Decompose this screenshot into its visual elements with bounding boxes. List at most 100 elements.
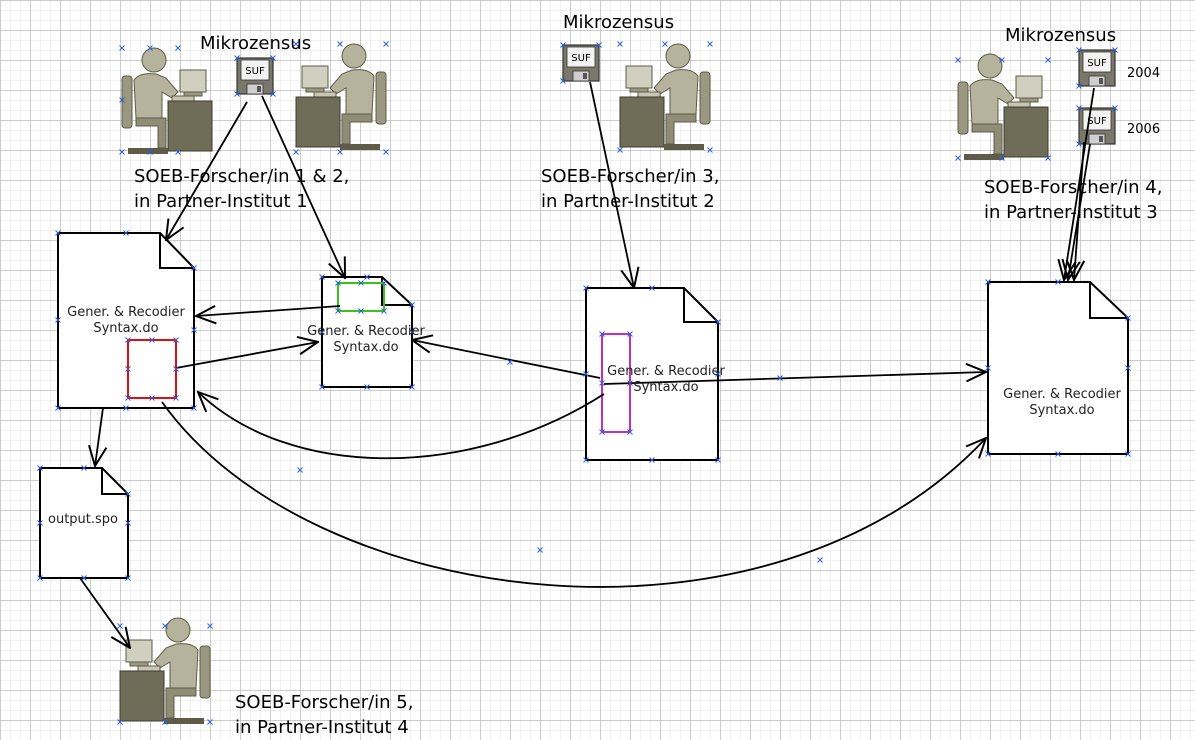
- selection-handle: [270, 55, 276, 61]
- selection-handle: [81, 575, 87, 581]
- selection-handle: [162, 623, 168, 629]
- selection-handle: [37, 465, 43, 471]
- selection-handle: [1076, 83, 1082, 89]
- syntax-doc-main-line1: Gener. & Recodier: [67, 305, 185, 320]
- selection-handle: [335, 308, 341, 314]
- selection-handle: [117, 623, 123, 629]
- selection-handle: [125, 337, 131, 343]
- suf-disk-1-icon: SUF: [236, 57, 274, 95]
- researcher-4-label-line2: in Partner-Institut 3: [984, 202, 1158, 223]
- year-2004-label: 2004: [1127, 66, 1161, 81]
- selection-handle: [364, 384, 370, 390]
- arrow-disk2006-to-copy3b: [1074, 141, 1084, 280]
- selection-handle: [123, 230, 129, 236]
- selection-handle: [358, 280, 364, 286]
- syntax-doc-copy2-line2: Syntax.do: [633, 380, 699, 396]
- researcher-3-icon: [620, 44, 710, 150]
- selection-handle: [409, 384, 415, 390]
- suf-disk-2006-label: SUF: [1087, 116, 1107, 127]
- selection-handle: [1125, 315, 1131, 321]
- arrow-copy2-to-main: [198, 392, 605, 460]
- output-doc-label: output.spo: [48, 512, 118, 527]
- connector-arrows: [79, 81, 1095, 648]
- syntax-doc-copy2-line1: Gener. & Recodier: [607, 364, 725, 379]
- selection-handle: [173, 366, 179, 372]
- selection-handle: [599, 331, 605, 337]
- selection-handle: [37, 520, 43, 526]
- selection-handle: [270, 91, 276, 97]
- syntax-doc-copy2-label: Gener. & Recodier Syntax.do: [596, 364, 736, 397]
- selection-handle: [383, 41, 389, 47]
- selection-handle: [560, 42, 566, 48]
- arrow-disk2-to-copy2: [589, 81, 634, 288]
- selection-handle: [173, 395, 179, 401]
- selection-handle: [715, 371, 721, 377]
- selection-handle: [707, 41, 713, 47]
- selection-handle: [617, 147, 623, 153]
- selection-handle: [125, 491, 131, 497]
- syntax-doc-copy3-line1: Gener. & Recodier: [1003, 387, 1121, 402]
- selection-handle: [662, 41, 668, 47]
- selection-handle: [1125, 365, 1131, 371]
- syntax-doc-copy-3[interactable]: [987, 281, 1129, 455]
- researcher-2-icon: [296, 44, 386, 150]
- selection-handle: [125, 575, 131, 581]
- selection-handle: [1045, 155, 1051, 161]
- selection-handle: [985, 279, 991, 285]
- selection-handle: [627, 429, 633, 435]
- syntax-doc-copy1-line2: Syntax.do: [333, 340, 399, 356]
- selection-handle: [117, 719, 123, 725]
- arrow-copy1-to-main: [196, 306, 341, 316]
- selection-handle: [583, 285, 589, 291]
- researcher-5-label-line1: SOEB-Forscher/in 5,: [235, 692, 414, 713]
- selection-handle: [119, 149, 125, 155]
- selection-handle: [319, 384, 325, 390]
- selection-handle: [777, 375, 783, 381]
- selection-handle: [999, 57, 1005, 63]
- selection-handle: [649, 285, 655, 291]
- arrow-copy2-to-copy1: [412, 340, 601, 379]
- selection-handle: [409, 329, 415, 335]
- researcher-3-label-line1: SOEB-Forscher/in 3,: [541, 166, 720, 187]
- syntax-doc-copy-2[interactable]: [585, 287, 719, 461]
- selection-handle: [583, 371, 589, 377]
- mikrozensus-label-2: Mikrozensus: [563, 12, 675, 33]
- selection-handle: [999, 155, 1005, 161]
- mikrozensus-label-1: Mikrozensus: [200, 33, 312, 54]
- suf-disk-2-label: SUF: [571, 53, 591, 64]
- selection-handle: [364, 274, 370, 280]
- mikrozensus-label-3: Mikrozensus: [1005, 25, 1117, 46]
- arrow-disk1-to-copy1: [261, 95, 345, 278]
- selection-handle: [149, 395, 155, 401]
- selection-handle: [123, 405, 129, 411]
- selection-handle: [409, 302, 415, 308]
- arrow-disk1-to-main: [166, 101, 248, 240]
- selection-handle: [617, 41, 623, 47]
- suf-disk-2-icon: SUF: [562, 44, 600, 82]
- selection-handle: [599, 380, 605, 386]
- selection-handle: [37, 575, 43, 581]
- selection-handle: [234, 91, 240, 97]
- selection-handle: [147, 45, 153, 51]
- selection-handle: [707, 147, 713, 153]
- selection-handle: [55, 405, 61, 411]
- suf-disk-2004-icon: SUF: [1078, 49, 1116, 87]
- year-2006-label: 2006: [1127, 122, 1161, 137]
- selection-handle: [337, 149, 343, 155]
- researcher-1-2-label-line2: in Partner-Institut 1: [134, 191, 308, 212]
- selection-handle: [337, 41, 343, 47]
- selection-handle: [55, 317, 61, 323]
- selection-handle: [1112, 47, 1118, 53]
- syntax-doc-copy3-line2: Syntax.do: [1029, 403, 1095, 419]
- selection-handle: [560, 78, 566, 84]
- researcher-5-icon: [120, 618, 210, 724]
- selection-handle: [715, 457, 721, 463]
- selection-handle: [1055, 451, 1061, 457]
- researcher-3-label-line2: in Partner-Institut 2: [541, 191, 715, 212]
- selection-handle: [1055, 279, 1061, 285]
- selection-handle: [985, 365, 991, 371]
- selection-handle: [175, 45, 181, 51]
- selection-handle: [147, 149, 153, 155]
- arrow-main-to-output: [95, 407, 103, 466]
- selection-handle: [627, 331, 633, 337]
